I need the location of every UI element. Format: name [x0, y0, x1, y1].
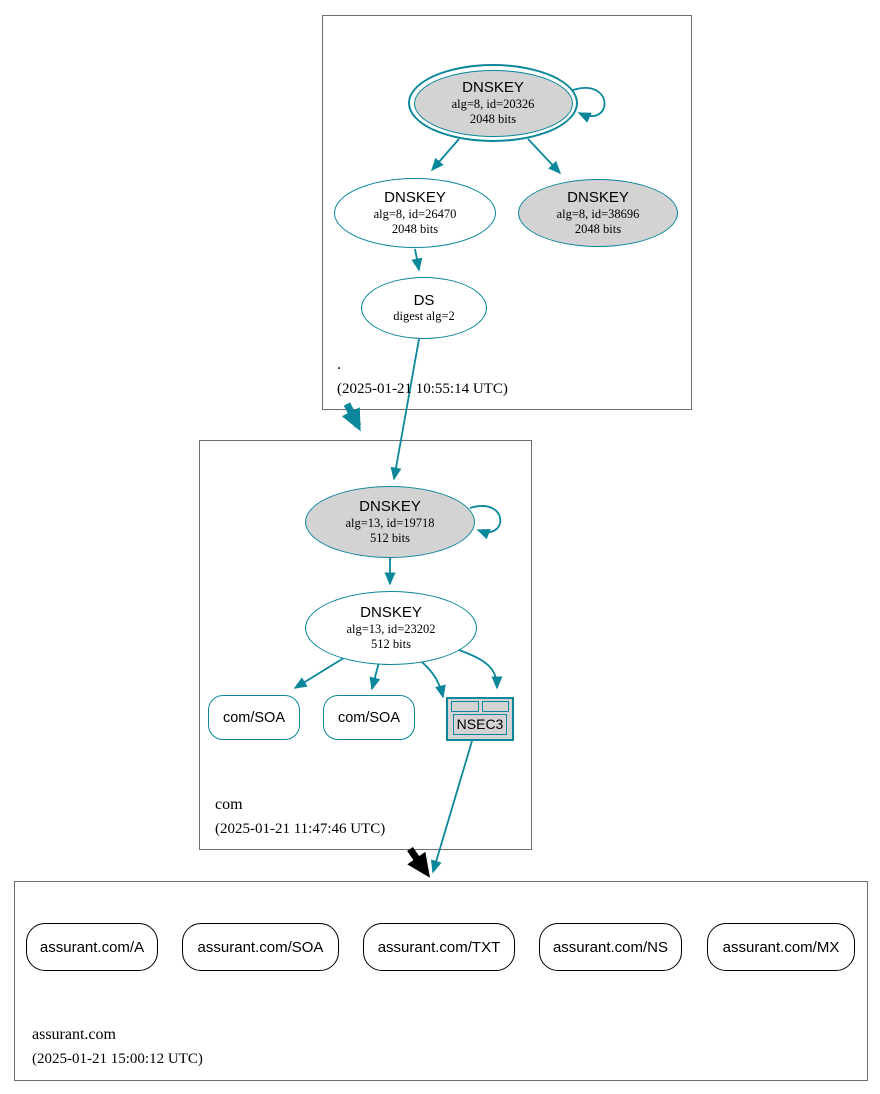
- zone-label-root: .: [337, 356, 341, 373]
- node-title: DNSKEY: [567, 189, 629, 207]
- node-detail: 2048 bits: [469, 111, 517, 126]
- nsec3-cell-right: [481, 701, 509, 712]
- node-detail: alg=13, id=23202: [346, 621, 436, 636]
- edge-delegation-com-to-assurant: [407, 847, 430, 878]
- rrset-assurant-com-a[interactable]: assurant.com/A: [26, 923, 158, 971]
- rrset-label: assurant.com/MX: [722, 938, 840, 956]
- rrset-label: assurant.com/NS: [552, 938, 669, 956]
- node-detail: alg=8, id=20326: [451, 96, 535, 111]
- rrset-label: com/SOA: [337, 709, 401, 726]
- dnskey-node-38696[interactable]: DNSKEY alg=8, id=38696 2048 bits: [518, 179, 678, 247]
- zone-timestamp-com: (2025-01-21 11:47:46 UTC): [215, 821, 386, 837]
- dnskey-node-20326-ksk[interactable]: DNSKEY alg=8, id=20326 2048 bits: [408, 64, 578, 142]
- dnskey-node-23202[interactable]: DNSKEY alg=13, id=23202 512 bits: [305, 591, 477, 665]
- zone-box-assurant-com: [14, 881, 868, 1081]
- node-detail: 2048 bits: [574, 221, 622, 236]
- rrset-label: assurant.com/TXT: [377, 938, 501, 956]
- rrset-com-soa-2[interactable]: com/SOA: [323, 695, 415, 740]
- rrset-label: com/SOA: [222, 709, 286, 726]
- node-title: DNSKEY: [462, 79, 524, 97]
- nsec3-rrsig-cells: [448, 699, 512, 712]
- node-title: DNSKEY: [360, 604, 422, 622]
- rrset-label: assurant.com/SOA: [197, 938, 324, 956]
- zone-label-com: com: [215, 796, 243, 813]
- zone-timestamp-assurant-com: (2025-01-21 15:00:12 UTC): [32, 1051, 203, 1067]
- node-detail: digest alg=2: [393, 309, 455, 324]
- dnskey-node-26470[interactable]: DNSKEY alg=8, id=26470 2048 bits: [334, 178, 496, 248]
- dnskey-node-20326-inner-ring: DNSKEY alg=8, id=20326 2048 bits: [413, 69, 573, 137]
- rrset-assurant-com-txt[interactable]: assurant.com/TXT: [363, 923, 515, 971]
- dnskey-node-19718-ksk[interactable]: DNSKEY alg=13, id=19718 512 bits: [305, 486, 475, 558]
- rrset-com-soa-1[interactable]: com/SOA: [208, 695, 300, 740]
- rrset-label: assurant.com/A: [39, 938, 145, 956]
- node-title: DNSKEY: [359, 498, 421, 516]
- node-detail: alg=8, id=26470: [373, 206, 457, 221]
- zone-timestamp-root: (2025-01-21 10:55:14 UTC): [337, 381, 508, 397]
- ds-node[interactable]: DS digest alg=2: [361, 277, 487, 339]
- node-detail: alg=13, id=19718: [345, 515, 435, 530]
- node-detail: 512 bits: [371, 636, 411, 651]
- rrset-assurant-com-ns[interactable]: assurant.com/NS: [539, 923, 682, 971]
- node-title: DS: [413, 291, 435, 309]
- rrset-assurant-com-soa[interactable]: assurant.com/SOA: [182, 923, 339, 971]
- node-detail: alg=8, id=38696: [556, 206, 640, 221]
- zone-label-assurant-com: assurant.com: [32, 1026, 116, 1043]
- nsec3-cell-left: [451, 701, 479, 712]
- node-title: DNSKEY: [384, 189, 446, 207]
- node-detail: 512 bits: [370, 530, 410, 545]
- rrset-assurant-com-mx[interactable]: assurant.com/MX: [707, 923, 855, 971]
- node-detail: 2048 bits: [391, 221, 439, 236]
- nsec3-node[interactable]: NSEC3: [446, 697, 514, 741]
- nsec3-label: NSEC3: [452, 714, 508, 735]
